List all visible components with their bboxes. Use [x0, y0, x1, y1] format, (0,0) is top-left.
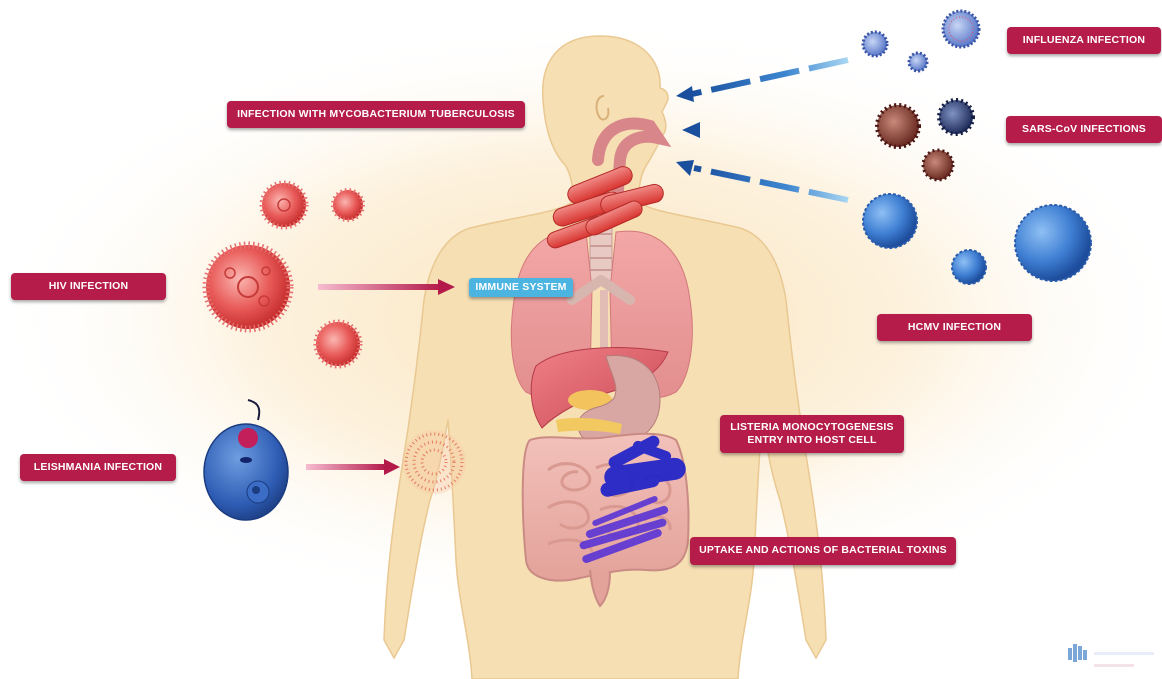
influenza-label: INFLUENZA INFECTION [1007, 27, 1161, 54]
leishmania-label: LEISHMANIA INFECTION [20, 454, 176, 481]
hiv-label: HIV INFECTION [11, 273, 166, 300]
hcmv-label: HCMV INFECTION [877, 314, 1032, 341]
listeria-label-line-2: ENTRY INTO HOST CELL [747, 434, 876, 447]
publisher-logo [1068, 644, 1154, 667]
immune-system-label: IMMUNE SYSTEM [469, 278, 573, 297]
tuberculosis-label: INFECTION WITH MYCOBACTERIUM TUBERCULOSI… [227, 101, 525, 128]
infected-cell-dots [402, 430, 466, 494]
sars-cov-label: SARS-CoV INFECTIONS [1006, 116, 1162, 143]
listeria-label-line-1: LISTERIA MONOCYTOGENESIS [730, 421, 893, 434]
bacterial-toxins-label: UPTAKE AND ACTIONS OF BACTERIAL TOXINS [690, 537, 956, 565]
listeria-label: LISTERIA MONOCYTOGENESIS ENTRY INTO HOST… [720, 415, 904, 453]
